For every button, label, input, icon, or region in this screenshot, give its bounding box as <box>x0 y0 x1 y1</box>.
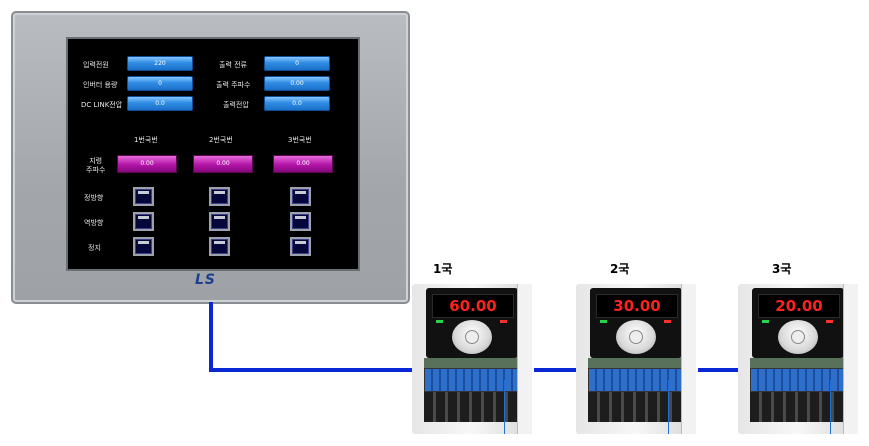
inverter-2-power-terminals <box>588 392 684 422</box>
inverter-3-run-led <box>762 320 769 323</box>
output-frequency-value[interactable]: 0.00 <box>264 76 330 91</box>
inverter-2-stop-led <box>664 320 671 323</box>
station-3-header: 3번국번 <box>288 136 312 144</box>
inverter-2-body: 30.00 <box>576 284 696 434</box>
inverter-1-body: 60.00 <box>412 284 532 434</box>
inverter-3-terminal-block <box>750 368 848 392</box>
output-frequency-label: 출력 주파수 <box>216 81 251 89</box>
inverter-2-display: 30.00 <box>596 294 678 318</box>
station-1-frequency[interactable]: 0.00 <box>117 155 177 173</box>
inverter-2: 30.00 <box>576 284 696 434</box>
inverter-1-stop-led <box>500 320 507 323</box>
station-2-forward-switch[interactable] <box>209 187 230 206</box>
inverter-3: 20.00 <box>738 284 858 434</box>
inverter-1-terminal-block <box>424 368 522 392</box>
inverter-1-power-terminals <box>424 392 520 422</box>
station-2-stop-switch[interactable] <box>209 237 230 256</box>
inverter-2-pcb <box>588 358 684 368</box>
inverter-1-pcb <box>424 358 520 368</box>
station-1-header: 1번국번 <box>134 136 158 144</box>
reverse-label: 역방향 <box>84 219 104 227</box>
dc-link-voltage-value[interactable]: 0.0 <box>127 96 193 111</box>
output-voltage-label: 출력전압 <box>223 101 249 109</box>
forward-label: 정방향 <box>84 194 104 202</box>
inverter-3-pcb <box>750 358 846 368</box>
comm-wire-to-inverter-1 <box>209 368 412 372</box>
inverter-1-display: 60.00 <box>432 294 514 318</box>
inverter-2-face: 30.00 <box>590 288 682 358</box>
inverter-2-keypad-center-button[interactable] <box>629 330 643 344</box>
comm-wire-to-inverter-3 <box>698 368 738 372</box>
inverter-2-side-cover <box>681 284 696 434</box>
output-current-value[interactable]: 0 <box>264 56 330 71</box>
inverter-1: 60.00 <box>412 284 532 434</box>
dc-link-voltage-label: DC LINK전압 <box>81 101 123 109</box>
inverter-1-face: 60.00 <box>426 288 518 358</box>
comm-wire-vertical <box>209 302 213 372</box>
output-voltage-value[interactable]: 0.0 <box>264 96 330 111</box>
inverter-1-keypad[interactable] <box>452 320 492 354</box>
station-1-stop-switch[interactable] <box>133 237 154 256</box>
station-2-reverse-switch[interactable] <box>209 212 230 231</box>
inverter-3-keypad[interactable] <box>778 320 818 354</box>
ls-logo: LS <box>195 272 217 288</box>
stop-label: 정지 <box>88 244 101 252</box>
inverter-3-side-cover <box>843 284 858 434</box>
inverter-1-title: 1국 <box>433 262 453 276</box>
station-3-frequency[interactable]: 0.00 <box>273 155 333 173</box>
inverter-2-terminal-block <box>588 368 686 392</box>
inverter-2-keypad[interactable] <box>616 320 656 354</box>
inverter-1-signal-wire <box>504 380 505 434</box>
station-3-stop-switch[interactable] <box>290 237 311 256</box>
comm-wire-to-inverter-2 <box>534 368 576 372</box>
inverter-capacity-label: 인버터 용량 <box>83 81 118 89</box>
inverter-capacity-value[interactable]: 0 <box>127 76 193 91</box>
inverter-3-title: 3국 <box>772 262 792 276</box>
station-1-reverse-switch[interactable] <box>133 212 154 231</box>
inverter-3-power-terminals <box>750 392 846 422</box>
inverter-3-stop-led <box>826 320 833 323</box>
inverter-3-face: 20.00 <box>752 288 844 358</box>
input-voltage-value[interactable]: 220 <box>127 56 193 71</box>
station-3-reverse-switch[interactable] <box>290 212 311 231</box>
station-1-forward-switch[interactable] <box>133 187 154 206</box>
inverter-2-signal-wire <box>668 380 669 434</box>
inverter-2-title: 2국 <box>610 262 630 276</box>
inverter-3-body: 20.00 <box>738 284 858 434</box>
command-frequency-label: 지령 주파수 <box>86 157 106 174</box>
inverter-1-run-led <box>436 320 443 323</box>
inverter-1-keypad-center-button[interactable] <box>465 330 479 344</box>
output-current-label: 출력 전류 <box>219 61 247 69</box>
station-2-header: 2번국번 <box>209 136 233 144</box>
inverter-1-side-cover <box>517 284 532 434</box>
hmi-panel: 입력전원 220 출력 전류 0 인버터 용량 0 출력 주파수 0.00 DC… <box>11 11 410 304</box>
input-voltage-label: 입력전원 <box>83 61 109 69</box>
hmi-screen: 입력전원 220 출력 전류 0 인버터 용량 0 출력 주파수 0.00 DC… <box>66 37 360 271</box>
inverter-2-run-led <box>600 320 607 323</box>
inverter-3-signal-wire <box>830 380 831 434</box>
station-2-frequency[interactable]: 0.00 <box>193 155 253 173</box>
inverter-3-keypad-center-button[interactable] <box>791 330 805 344</box>
station-3-forward-switch[interactable] <box>290 187 311 206</box>
inverter-3-display: 20.00 <box>758 294 840 318</box>
